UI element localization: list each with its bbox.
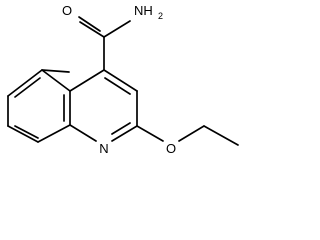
bond-carbonyl-o-2: [78, 16, 101, 32]
carbonyl-oxygen-label: O: [62, 3, 72, 18]
bond-ch2-ch3: [203, 125, 239, 146]
bond-c2-n1-inner: [111, 122, 131, 135]
bond-c5-c6-inner: [14, 77, 41, 98]
amide-nitrogen-h-count: 2: [158, 11, 163, 21]
bond-c4a-c5: [41, 69, 70, 73]
bond-c7-c8: [7, 125, 39, 143]
bond-c7-c8-inner: [14, 125, 39, 139]
bond-carbonyl-o-1: [79, 21, 105, 38]
bond-c8-c8a: [37, 124, 71, 143]
bond-n1-c8a: [69, 124, 97, 142]
quinoline-carboxamide-structure: O NH 2 N O: [7, 3, 239, 156]
carboxamide-group: [78, 16, 131, 71]
bond-c4-c3-inner: [104, 77, 131, 95]
atom-labels: O NH 2 N O: [62, 3, 176, 156]
ethoxy-group: [136, 125, 239, 146]
pyridine-ring: [69, 69, 138, 142]
bond-c4a-c4: [69, 69, 105, 92]
amide-nitrogen-label: NH: [134, 3, 153, 18]
bond-o-ch2: [178, 125, 205, 142]
bond-carbonyl-n: [103, 20, 131, 38]
ether-oxygen-label: O: [166, 141, 176, 156]
ring-nitrogen-label: N: [99, 141, 108, 156]
benzo-ring: [7, 69, 71, 143]
bond-c4a-top: [41, 69, 71, 92]
bond-c2-o: [136, 125, 164, 142]
bond-c2-n1: [111, 125, 138, 142]
bond-c5-c6: [7, 69, 43, 97]
bond-c4-c3: [103, 69, 138, 92]
